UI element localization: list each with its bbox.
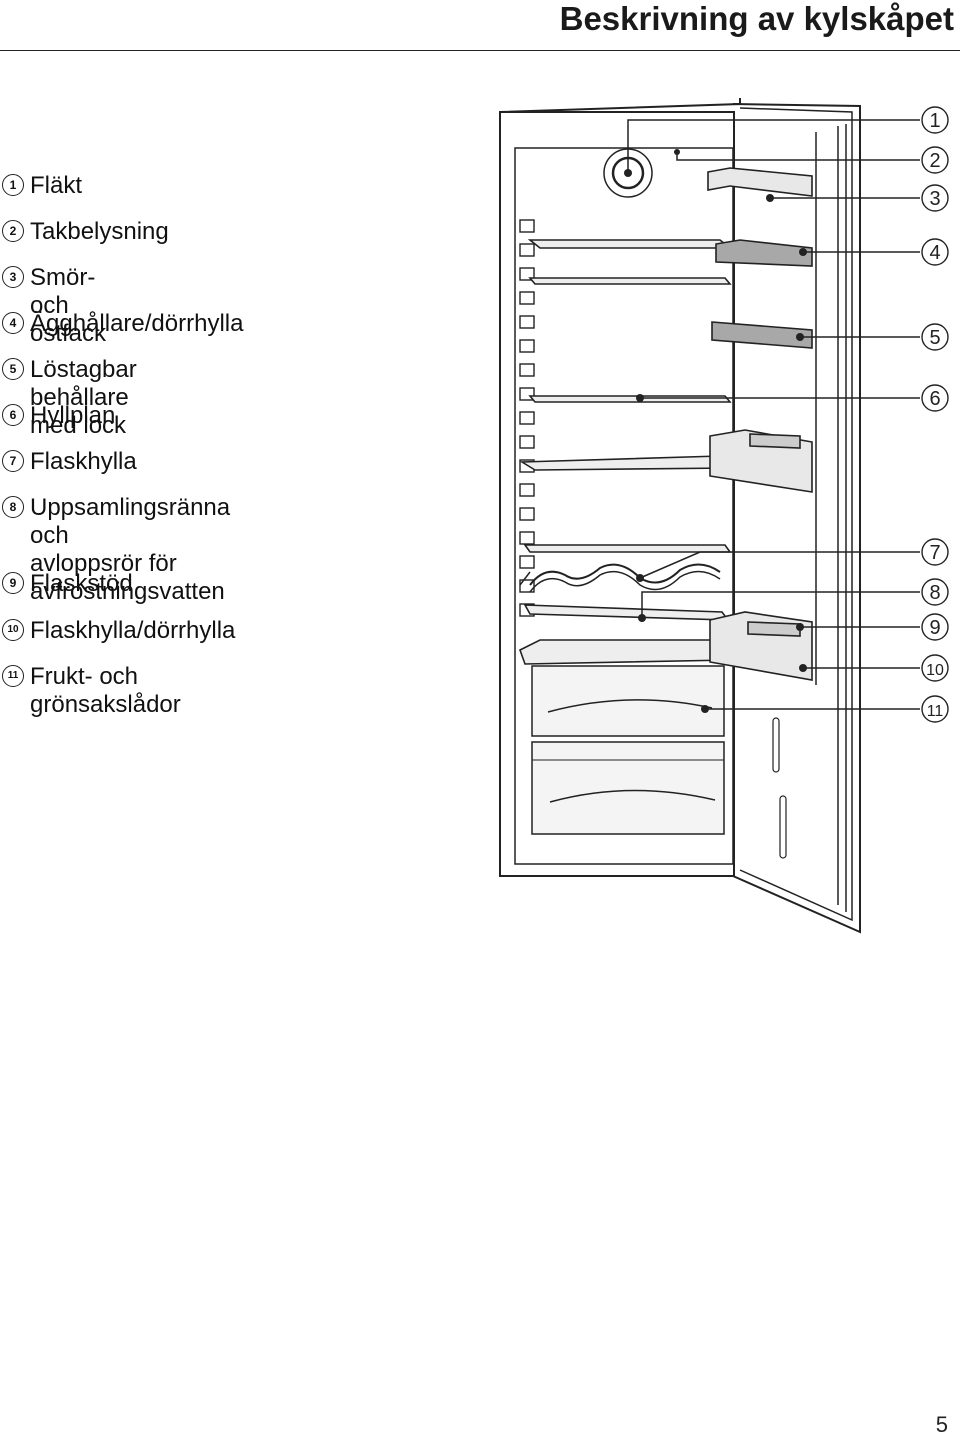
cabinet-interior	[514, 147, 734, 865]
shelf-supports	[519, 219, 535, 617]
legend-label: Löstagbar behållare med lock	[30, 356, 137, 439]
legend-label: Fläkt	[30, 172, 83, 199]
fridge-diagram: 1 2 3 4 5 6 7 8 9 10 11	[499, 98, 949, 934]
legend-label: Frukt- och grönsakslådor	[30, 663, 181, 718]
callout-circles	[921, 106, 949, 723]
crisper-drawer	[531, 741, 725, 835]
legend-label: Uppsamlingsränna och avloppsrör för avfr…	[30, 494, 231, 605]
legend-number: 2	[2, 220, 24, 242]
legend-item: 11 Frukt- och grönsakslådor	[2, 663, 181, 719]
legend-item: 7 Flaskhylla	[2, 448, 137, 476]
bottle-rack	[529, 570, 721, 593]
legend-number: 1	[2, 174, 24, 196]
cabinet-outline	[499, 111, 735, 877]
shelf	[523, 604, 730, 621]
legend-label: Flaskhylla/dörrhylla	[30, 617, 236, 644]
legend-item: 9 Flaskstöd	[2, 570, 133, 598]
crisper-drawer	[531, 665, 725, 737]
legend-item: 2 Takbelysning	[2, 218, 169, 246]
shelf	[519, 455, 734, 471]
shelf	[528, 277, 732, 285]
shelf	[528, 395, 732, 403]
egg-rack	[715, 239, 813, 267]
legend-item: 6 Hyllplan	[2, 402, 115, 430]
removable-container	[711, 321, 813, 349]
legend-label: Flaskhylla	[30, 448, 137, 475]
legend-label: Ägghållare/dörrhylla	[30, 310, 244, 337]
legend-item: 8 Uppsamlingsränna och avloppsrör för av…	[2, 494, 230, 606]
shelf	[527, 239, 733, 249]
callout-number: 8	[929, 582, 940, 604]
cabinet-top	[499, 98, 741, 113]
callout-number: 3	[929, 188, 940, 210]
legend-number: 5	[2, 358, 24, 380]
callout-number: 5	[929, 327, 940, 349]
legend-item: 10 Flaskhylla/dörrhylla	[2, 617, 235, 645]
legend-item: 3 Smör- och ostfack	[2, 264, 106, 348]
legend-label: Flaskstöd	[30, 570, 133, 597]
callout-number: 10	[926, 662, 944, 679]
callout-number: 11	[927, 703, 944, 720]
drawer-handle	[549, 789, 716, 803]
legend-item: 1 Fläkt	[2, 172, 82, 200]
legend-number: 4	[2, 312, 24, 334]
legend-number: 7	[2, 450, 24, 472]
legend-item: 4 Ägghållare/dörrhylla	[2, 310, 243, 338]
page-title: Beskrivning av kylskåpet	[559, 0, 954, 37]
callout-labels: 1 2 3 4 5 6 7 8 9 10 11	[926, 110, 944, 720]
door-inner	[739, 107, 853, 922]
legend-label: Takbelysning	[30, 218, 169, 245]
butter-compartment	[707, 167, 813, 197]
crisper-top	[519, 639, 731, 665]
callout-number: 6	[929, 388, 940, 410]
leader-lines	[627, 119, 920, 710]
page-number: 5	[935, 1412, 948, 1437]
legend-label: Hyllplan	[30, 402, 116, 429]
door-slot	[779, 795, 787, 859]
legend-number: 10	[2, 619, 24, 641]
shelf	[523, 544, 732, 553]
shelves	[519, 239, 734, 665]
callout-number: 9	[929, 617, 940, 639]
crisper-drawers	[531, 665, 725, 835]
legend-number: 9	[2, 572, 24, 594]
callout-number: 2	[929, 150, 940, 172]
callout-number: 7	[929, 542, 940, 564]
door-slot	[772, 717, 780, 773]
legend-number: 3	[2, 266, 24, 288]
header-divider	[0, 50, 960, 51]
bottle-rack	[529, 563, 721, 586]
callout-number: 4	[929, 242, 940, 264]
legend-item: 5 Löstagbar behållare med lock	[2, 356, 137, 440]
callout-number: 1	[929, 110, 940, 132]
legend-label: Smör- och ostfack	[30, 264, 107, 347]
door-bins	[707, 167, 813, 681]
legend-number: 8	[2, 496, 24, 518]
legend-number: 6	[2, 404, 24, 426]
drawer-handle	[547, 699, 713, 713]
legend-number: 11	[2, 665, 24, 687]
door-outline	[732, 103, 861, 934]
